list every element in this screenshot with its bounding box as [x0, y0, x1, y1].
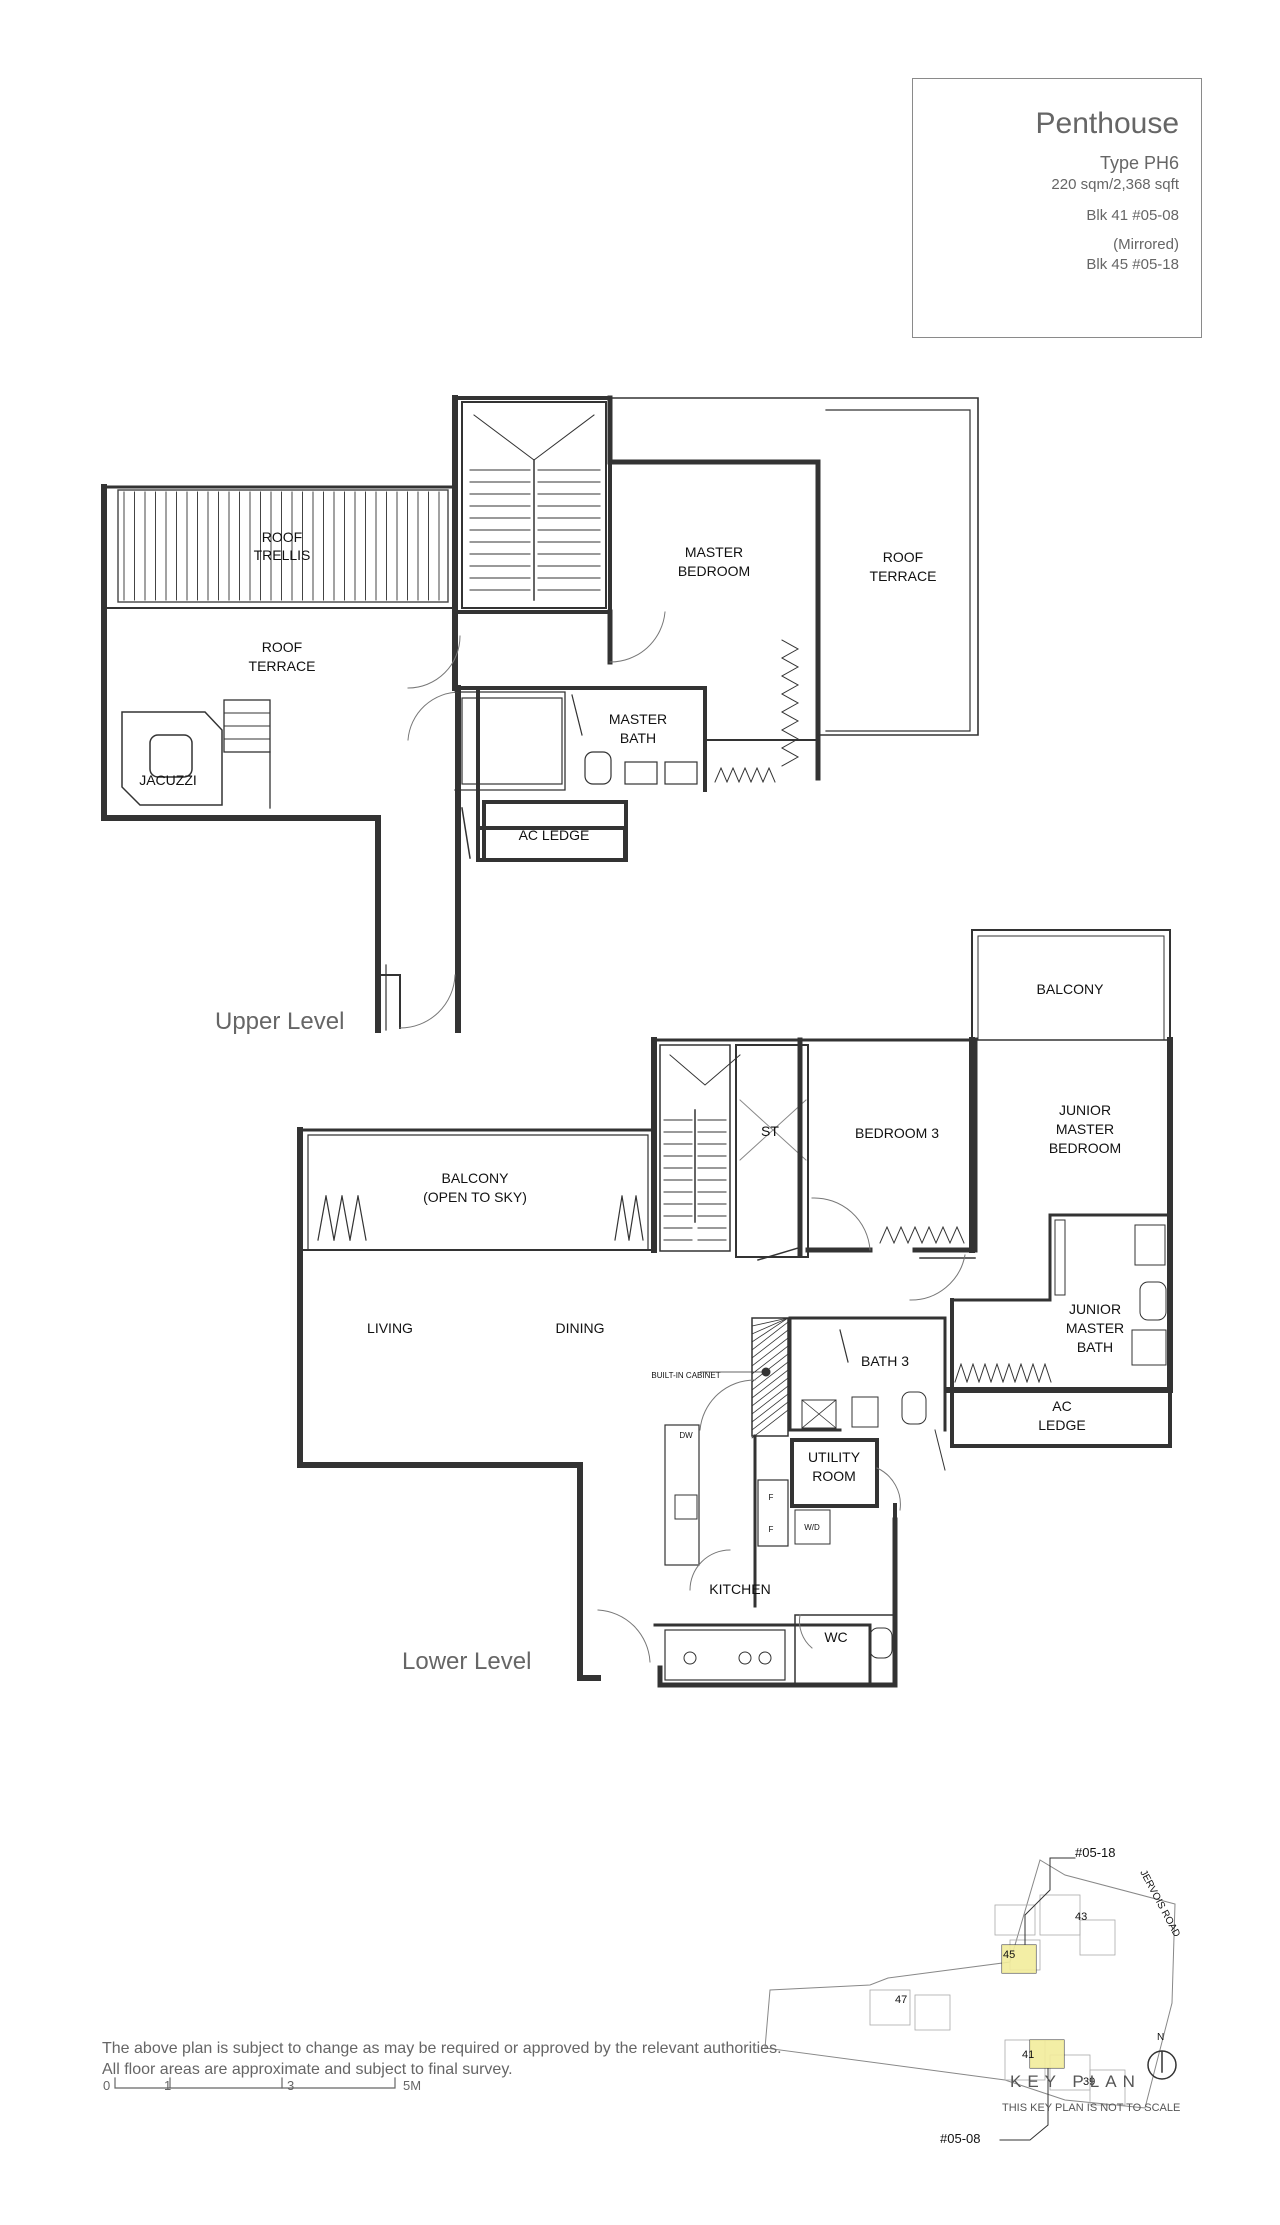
disclaimer-line-2: All floor areas are approximate and subj… — [102, 2061, 513, 2078]
label-ac-ledge-lower-1: AC — [1052, 1398, 1071, 1414]
label-balcony-open-2: (OPEN TO SKY) — [423, 1189, 527, 1205]
label-st: ST — [761, 1123, 779, 1139]
label-built-in-cabinet: BUILT-IN CABINET — [651, 1371, 720, 1380]
key-plan-label-05-18: #05-18 — [1075, 1845, 1115, 1860]
label-ac-ledge-upper: AC LEDGE — [519, 827, 590, 843]
label-kitchen: KITCHEN — [709, 1581, 770, 1597]
key-plan-blk-45: 45 — [1003, 1949, 1015, 1961]
key-plan-highlight-05-18 — [1002, 1945, 1036, 1973]
label-junior-master-bedroom-2: MASTER — [1056, 1121, 1114, 1137]
label-junior-master-bath-2: MASTER — [1066, 1320, 1124, 1336]
key-plan-note: THIS KEY PLAN IS NOT TO SCALE — [1002, 2102, 1181, 2114]
label-ac-ledge-lower-2: LEDGE — [1038, 1417, 1085, 1433]
unit-title: Penthouse — [1035, 107, 1179, 140]
scale-tick-1: 1 — [164, 2078, 171, 2093]
label-fridge-2: F — [769, 1525, 774, 1534]
label-roof-terrace-right-2: TERRACE — [870, 568, 937, 584]
upper-level-label: Upper Level — [215, 1008, 345, 1035]
label-dw: DW — [679, 1431, 693, 1440]
unit-type: Type PH6 — [1099, 153, 1179, 173]
label-junior-master-bath-1: JUNIOR — [1069, 1301, 1121, 1317]
north-label: N — [1157, 2032, 1164, 2043]
lower-level-label: Lower Level — [402, 1648, 532, 1675]
label-fridge-1: F — [769, 1493, 774, 1502]
label-master-bedroom-2: BEDROOM — [678, 563, 750, 579]
label-living: LIVING — [367, 1320, 413, 1336]
label-junior-master-bath-3: BATH — [1077, 1339, 1113, 1355]
label-junior-master-bedroom-3: BEDROOM — [1049, 1140, 1121, 1156]
key-plan — [764, 1857, 1177, 2141]
label-bath-3: BATH 3 — [861, 1353, 909, 1369]
label-roof-terrace-right-1: ROOF — [883, 549, 923, 565]
label-bedroom-3: BEDROOM 3 — [855, 1125, 939, 1141]
unit-block-primary: Blk 41 #05-08 — [1086, 207, 1179, 224]
lower-stair — [659, 1044, 809, 1258]
label-utility-room-2: ROOM — [812, 1468, 856, 1484]
disclaimer-line-1: The above plan is subject to change as m… — [102, 2040, 782, 2057]
key-plan-highlight-05-08 — [1030, 2040, 1064, 2068]
key-plan-blk-47: 47 — [895, 1994, 907, 2006]
label-master-bath-1: MASTER — [609, 711, 667, 727]
label-wc: WC — [824, 1629, 847, 1645]
north-arrow-icon — [1147, 2050, 1177, 2080]
key-plan-blk-43: 43 — [1075, 1911, 1087, 1923]
unit-info-box: Penthouse Type PH6 220 sqm/2,368 sqft Bl… — [912, 78, 1202, 338]
scale-bar — [114, 2077, 396, 2089]
unit-mirrored-label: (Mirrored) — [1113, 236, 1179, 253]
label-utility-room-1: UTILITY — [808, 1449, 861, 1465]
label-dining: DINING — [556, 1320, 605, 1336]
jacuzzi — [121, 711, 223, 806]
upper-stair — [461, 401, 607, 609]
label-balcony-top: BALCONY — [1037, 981, 1105, 997]
label-master-bath-2: BATH — [620, 730, 656, 746]
key-plan-label-05-08: #05-08 — [940, 2131, 980, 2146]
key-plan-blk-41: 41 — [1022, 2049, 1034, 2061]
roof-trellis — [117, 489, 449, 603]
unit-block-mirrored: Blk 45 #05-18 — [1086, 256, 1179, 273]
scale-tick-3: 3 — [287, 2078, 294, 2093]
label-washer-dryer: W/D — [804, 1523, 820, 1532]
label-roof-terrace-left-1: ROOF — [262, 639, 302, 655]
label-roof-trellis-2: TRELLIS — [254, 547, 311, 563]
scale-tick-5m: 5M — [403, 2078, 421, 2093]
unit-area: 220 sqm/2,368 sqft — [1051, 176, 1179, 193]
label-roof-trellis-1: ROOF — [262, 529, 302, 545]
lower-level-plan — [297, 929, 1173, 1688]
label-master-bedroom-1: MASTER — [685, 544, 743, 560]
key-plan-title: KEY PLAN — [1010, 2072, 1141, 2091]
upper-level-plan — [101, 395, 979, 1033]
label-jacuzzi: JACUZZI — [139, 772, 197, 788]
disclaimer: The above plan is subject to change as m… — [102, 2038, 782, 2080]
label-balcony-open-1: BALCONY — [442, 1170, 510, 1186]
label-junior-master-bedroom-1: JUNIOR — [1059, 1102, 1111, 1118]
label-roof-terrace-left-2: TERRACE — [249, 658, 316, 674]
scale-tick-0: 0 — [103, 2078, 110, 2093]
key-plan-blk-39: 39 — [1083, 2076, 1095, 2088]
